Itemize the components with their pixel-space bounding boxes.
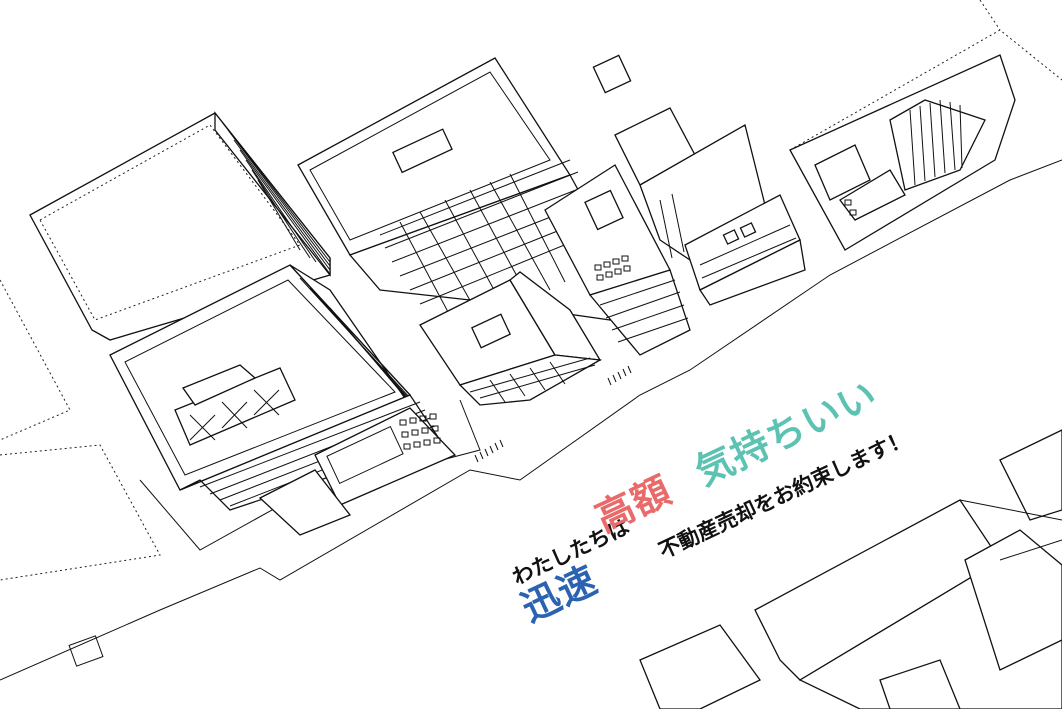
ground-outline xyxy=(0,159,1062,681)
dotted-plot-left-2 xyxy=(0,444,161,581)
dotted-plot-left xyxy=(0,279,71,441)
building-terraced-center xyxy=(297,57,611,326)
crosswalk xyxy=(474,365,632,463)
building-cluster-right xyxy=(592,54,806,306)
small-lot-box xyxy=(68,635,104,667)
building-far-right xyxy=(789,54,1016,251)
building-small-windows xyxy=(258,407,457,536)
building-grid-block xyxy=(419,271,632,463)
houses-bottom-right xyxy=(639,429,1062,709)
building-keypad-tower xyxy=(544,164,691,356)
dotted-plot-top-right-2 xyxy=(979,0,1001,31)
building-box-rooftop xyxy=(109,264,442,511)
